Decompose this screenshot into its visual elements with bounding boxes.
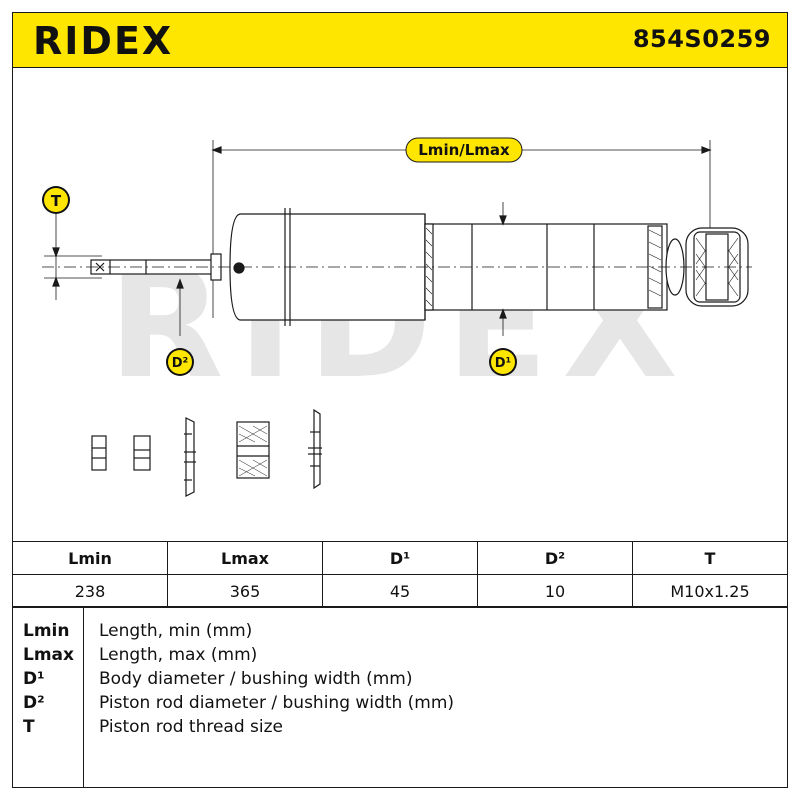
- spec-header-cell: Lmax: [167, 541, 323, 575]
- spec-value-row: 238 365 45 10 M10x1.25: [12, 574, 788, 608]
- spec-header-cell: D²: [477, 541, 633, 575]
- ridex-logo: RIDEX: [33, 21, 173, 61]
- legend-abbr: T: [23, 717, 35, 737]
- label-body-diameter: D¹: [489, 348, 517, 376]
- legend-abbr: Lmax: [23, 645, 74, 665]
- label-thread: T: [42, 186, 70, 214]
- spec-header-cell: Lmin: [12, 541, 168, 575]
- legend-desc: Body diameter / bushing width (mm): [99, 669, 413, 689]
- accessory-parts: [91, 408, 322, 497]
- svg-text:D²: D²: [172, 356, 189, 371]
- spec-value-cell: M10x1.25: [632, 574, 788, 608]
- legend-divider: [83, 607, 84, 787]
- page-frame: [12, 12, 788, 788]
- technical-drawing: RIDEX: [42, 137, 752, 497]
- spec-table: Lmin Lmax D¹ D² T 238 365 45 10 M10x1.25: [12, 541, 788, 608]
- spec-value-cell: 10: [477, 574, 633, 608]
- header-bar: RIDEX 854S0259: [12, 12, 788, 68]
- spec-value-cell: 238: [12, 574, 168, 608]
- svg-text:Lmin/Lmax: Lmin/Lmax: [418, 141, 510, 159]
- legend-desc: Length, min (mm): [99, 621, 253, 641]
- legend-desc: Piston rod diameter / bushing width (mm): [99, 693, 455, 713]
- spec-header-row: Lmin Lmax D¹ D² T: [12, 541, 788, 575]
- part-number: 854S0259: [632, 25, 771, 53]
- spec-header-cell: D¹: [322, 541, 478, 575]
- legend-abbr: D¹: [23, 669, 45, 689]
- svg-text:RIDEX: RIDEX: [33, 21, 173, 61]
- spec-value-cell: 365: [167, 574, 323, 608]
- label-length: Lmin/Lmax: [405, 137, 523, 163]
- legend-abbr: D²: [23, 693, 45, 713]
- svg-text:T: T: [51, 192, 62, 210]
- spec-value-cell: 45: [322, 574, 478, 608]
- label-rod-diameter: D²: [166, 348, 194, 376]
- legend-desc: Piston rod thread size: [99, 717, 284, 737]
- svg-text:D¹: D¹: [495, 356, 512, 371]
- legend-abbr: Lmin: [23, 621, 70, 641]
- spec-header-cell: T: [632, 541, 788, 575]
- legend: Lmin Length, min (mm) Lmax Length, max (…: [12, 606, 788, 788]
- legend-desc: Length, max (mm): [99, 645, 258, 665]
